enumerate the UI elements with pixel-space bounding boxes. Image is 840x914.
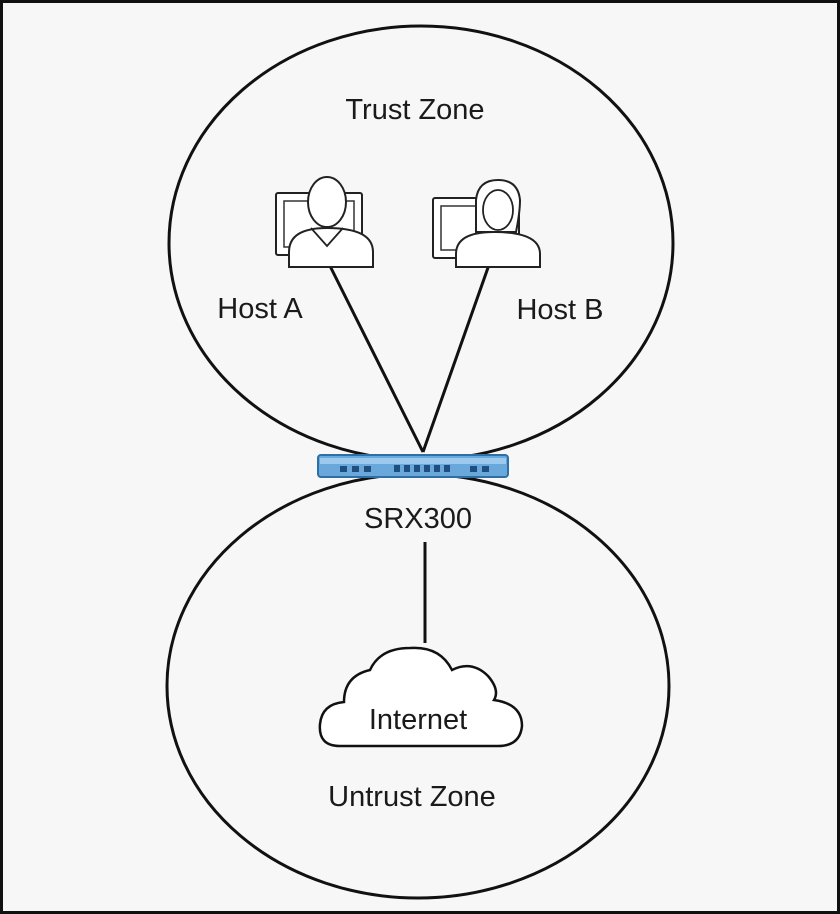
link-host-b-srx — [421, 261, 492, 453]
srx300-label: SRX300 — [364, 503, 472, 535]
host-a-user-icon — [275, 176, 374, 268]
host-a-label: Host A — [217, 293, 303, 325]
internet-cloud-icon — [318, 646, 524, 748]
srx300-device-icon — [317, 454, 509, 478]
trust-zone-ellipse — [167, 24, 675, 462]
internet-label: Internet — [369, 704, 467, 736]
network-diagram: Trust Zone Host A Host B SRX300 Internet… — [165, 24, 675, 900]
host-b-user-icon — [432, 178, 541, 268]
host-b-label: Host B — [516, 294, 603, 326]
untrust-zone-label: Untrust Zone — [328, 781, 496, 813]
trust-zone-label: Trust Zone — [345, 94, 484, 126]
link-host-a-srx — [325, 259, 425, 453]
